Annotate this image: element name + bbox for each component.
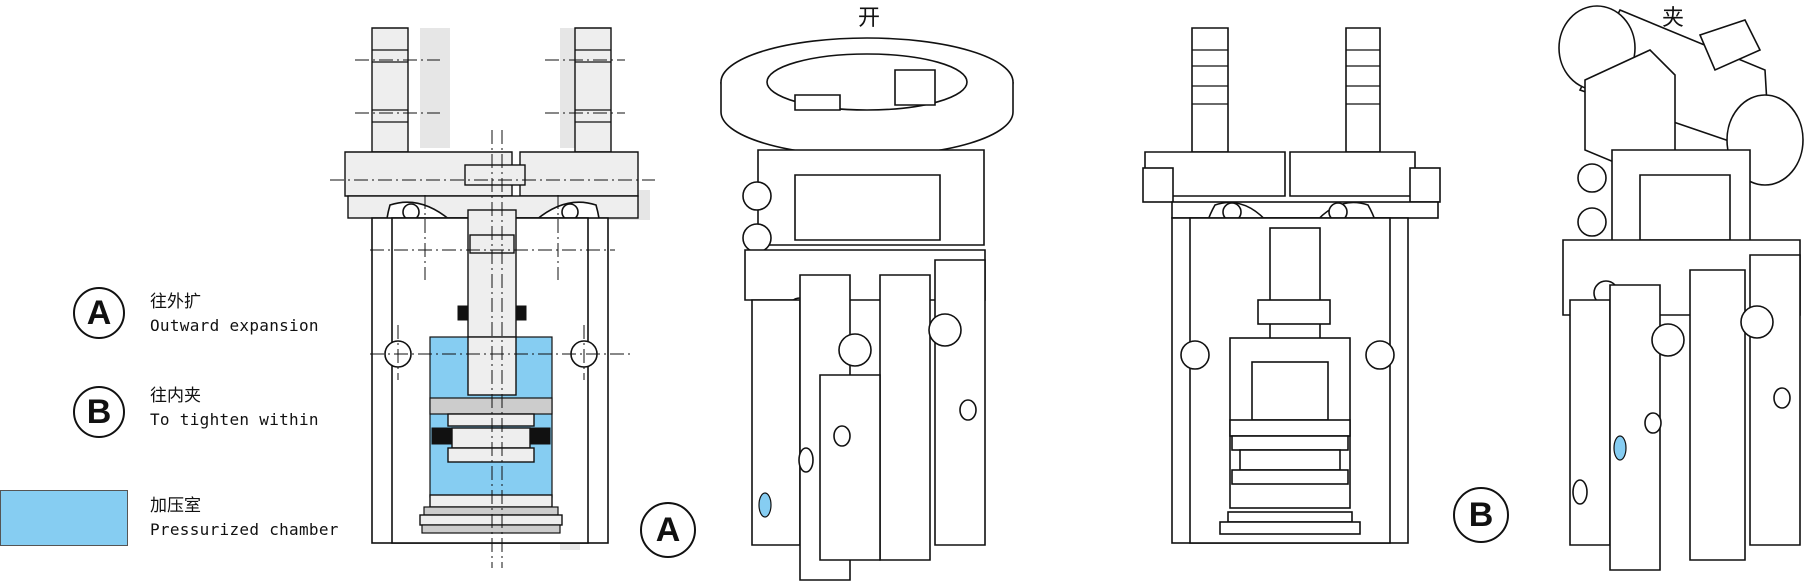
legend-b-en: To tighten within — [150, 410, 319, 429]
legend-a-en: Outward expansion — [150, 316, 319, 335]
chamber-cn: 加压室 — [150, 496, 201, 516]
legend-marker-a: A — [73, 287, 125, 339]
pressurized-chamber-swatch — [0, 490, 128, 546]
view-marker-b: B — [1453, 487, 1509, 543]
view-marker-a: A — [640, 502, 696, 558]
isometric-view-clamp — [1558, 5, 1804, 571]
legend-b-cn: 往内夹 — [150, 386, 201, 406]
legend-label-chamber: 加压室 Pressurized chamber — [150, 494, 339, 542]
legend-label-a: 往外扩 Outward expansion — [150, 290, 319, 338]
isometric-view-open — [720, 37, 1014, 581]
section-view-b — [1142, 27, 1441, 544]
clamp-label: 夹 — [1662, 6, 1685, 31]
chamber-en: Pressurized chamber — [150, 520, 339, 539]
section-view-a — [330, 27, 655, 568]
legend-label-b: 往内夹 To tighten within — [150, 384, 319, 432]
open-label: 开 — [858, 6, 881, 31]
legend-marker-b: B — [73, 386, 125, 438]
legend-a-cn: 往外扩 — [150, 292, 201, 312]
